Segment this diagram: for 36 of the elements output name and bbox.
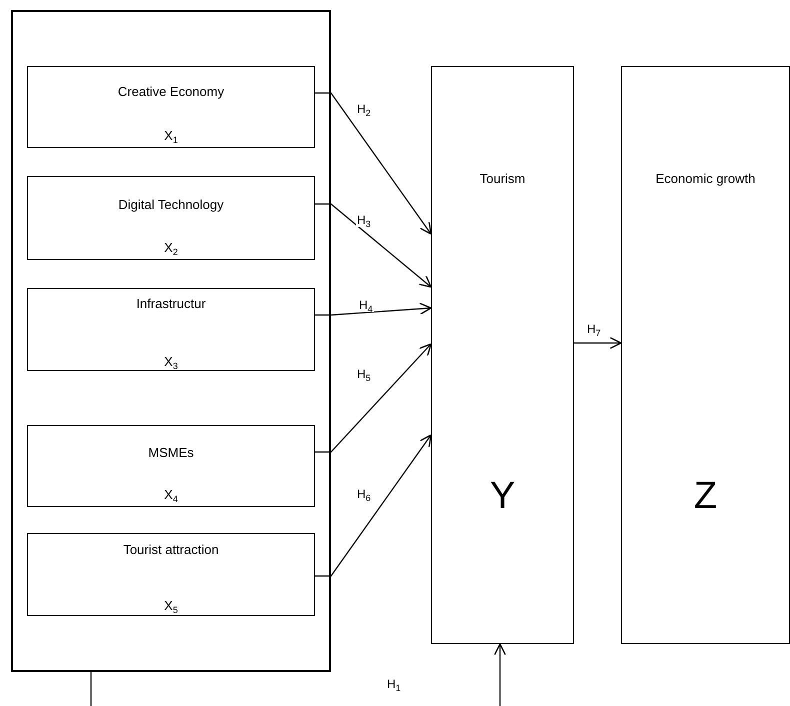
variable-box <box>27 533 315 616</box>
edge-label: H$_{6}$ <box>356 487 372 501</box>
variable-symbol: Z <box>694 475 718 517</box>
variable-box <box>27 425 315 507</box>
variable-symbol: X$_{3}$ <box>164 354 178 370</box>
arrow <box>574 336 622 350</box>
variable-symbol: Y <box>490 475 516 517</box>
edge-label: H$_{7}$ <box>586 322 602 336</box>
arrow <box>315 434 432 577</box>
edge-label: H$_{2}$ <box>356 102 372 116</box>
variable-symbol: X$_{4}$ <box>164 487 178 503</box>
variable-name: Creative Economy <box>118 84 224 100</box>
hypothesis-label: H$_{1}$ <box>386 677 402 691</box>
group-box <box>11 10 331 672</box>
arrow <box>494 643 506 706</box>
variable-box <box>27 288 315 371</box>
variable-symbol: X$_{2}$ <box>164 240 178 256</box>
arrow <box>315 203 432 288</box>
arrow <box>315 343 432 453</box>
variable-symbol: X$_{5}$ <box>164 598 178 614</box>
edge-label: H$_{4}$ <box>358 298 374 312</box>
variable-name: Economic growth <box>656 171 756 187</box>
construct-box <box>621 66 790 644</box>
variable-name: Digital Technology <box>118 197 224 213</box>
edge-label: H$_{5}$ <box>356 367 372 381</box>
construct-box <box>431 66 574 644</box>
variable-box <box>27 66 315 148</box>
variable-name: Infrastructur <box>136 296 206 312</box>
variable-name: Tourist attraction <box>123 542 219 558</box>
arrow <box>315 92 432 235</box>
arrow <box>315 302 432 316</box>
variable-name: MSMEs <box>148 445 194 461</box>
edge-label: H$_{3}$ <box>356 213 372 227</box>
variable-symbol: X$_{1}$ <box>164 128 178 144</box>
variable-box <box>27 176 315 260</box>
variable-name: Tourism <box>480 171 526 187</box>
